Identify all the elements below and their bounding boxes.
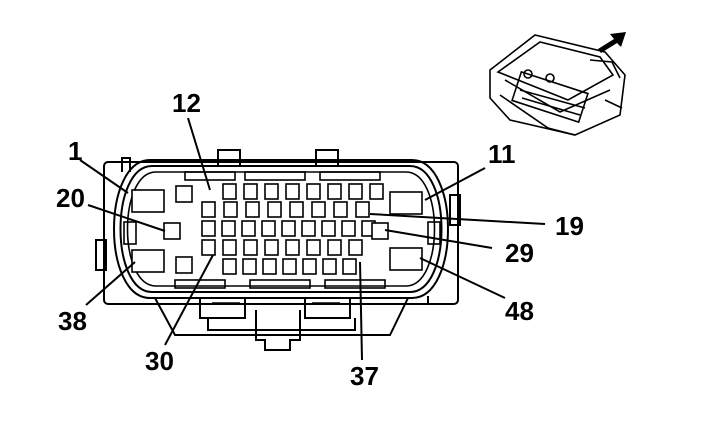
leader-line-19 bbox=[369, 213, 546, 225]
pin-label-48: 48 bbox=[505, 296, 534, 326]
pin-label-12: 12 bbox=[172, 88, 201, 118]
leader-line-1 bbox=[79, 159, 129, 194]
pin-cavity bbox=[348, 239, 363, 256]
pin-cavity bbox=[245, 201, 260, 218]
pin-cavity bbox=[348, 183, 363, 200]
pin-cavity bbox=[201, 220, 216, 237]
leader-lines bbox=[79, 117, 546, 361]
leader-line-48 bbox=[419, 257, 506, 299]
leader-line-37 bbox=[359, 261, 363, 361]
pin-label-29: 29 bbox=[505, 238, 534, 268]
pin-cavity bbox=[175, 185, 193, 203]
pin-cavity bbox=[341, 220, 356, 237]
pin-label-11: 11 bbox=[488, 139, 516, 169]
pin-cavity bbox=[311, 201, 326, 218]
pin-cavity bbox=[163, 222, 181, 240]
pin-cavity bbox=[241, 220, 256, 237]
pin-cavity bbox=[223, 201, 238, 218]
pin-cavity bbox=[302, 258, 317, 275]
connector-face bbox=[95, 149, 461, 351]
pin-cavity bbox=[321, 220, 336, 237]
leader-line-12 bbox=[187, 117, 211, 191]
connector-3d-icon bbox=[489, 34, 626, 136]
pin-cavity bbox=[306, 239, 321, 256]
pin-cavity bbox=[327, 183, 342, 200]
pin-cavity bbox=[327, 239, 342, 256]
pin-cavity bbox=[264, 239, 279, 256]
pin-cavity bbox=[289, 201, 304, 218]
leader-line-20 bbox=[87, 204, 166, 232]
pin-cavity bbox=[201, 201, 216, 218]
pin-cavity bbox=[306, 183, 321, 200]
pin-cavity bbox=[221, 220, 236, 237]
pin-cavity bbox=[222, 258, 237, 275]
leader-line-29 bbox=[384, 229, 493, 249]
pin-label-1: 1 bbox=[68, 136, 82, 166]
pin-cavity bbox=[333, 201, 348, 218]
leader-line-11 bbox=[424, 167, 486, 201]
leader-line-38 bbox=[85, 261, 136, 306]
pin-cavity bbox=[175, 256, 193, 274]
leader-line-30 bbox=[164, 254, 214, 346]
pin-cavity bbox=[281, 220, 296, 237]
pin-cavity bbox=[267, 201, 282, 218]
pin-label-20: 20 bbox=[56, 183, 85, 213]
power-cavity bbox=[389, 191, 423, 215]
power-cavity bbox=[131, 189, 165, 213]
pin-cavity bbox=[282, 258, 297, 275]
pin-label-37: 37 bbox=[350, 361, 379, 391]
pin-cavity bbox=[261, 220, 276, 237]
pin-cavity bbox=[243, 183, 258, 200]
pin-cavity bbox=[264, 183, 279, 200]
power-cavity bbox=[389, 247, 423, 271]
pin-label-38: 38 bbox=[58, 306, 87, 336]
pin-grid bbox=[131, 183, 423, 275]
pin-cavity bbox=[355, 201, 370, 218]
pin-cavity bbox=[201, 239, 216, 256]
pin-cavity bbox=[301, 220, 316, 237]
pin-cavity bbox=[322, 258, 337, 275]
pin-labels: 1 12 11 20 19 29 38 48 30 37 bbox=[56, 88, 584, 391]
pin-label-30: 30 bbox=[145, 346, 174, 376]
pin-cavity bbox=[222, 183, 237, 200]
pin-cavity bbox=[242, 258, 257, 275]
pin-cavity bbox=[342, 258, 357, 275]
power-cavity bbox=[131, 249, 165, 273]
direction-arrow-icon bbox=[598, 32, 626, 53]
pin-cavity bbox=[285, 239, 300, 256]
pin-cavity bbox=[285, 183, 300, 200]
pin-cavity bbox=[369, 183, 384, 200]
pin-label-19: 19 bbox=[555, 211, 584, 241]
pin-cavity bbox=[262, 258, 277, 275]
pin-cavity bbox=[243, 239, 258, 256]
pin-cavity bbox=[222, 239, 237, 256]
